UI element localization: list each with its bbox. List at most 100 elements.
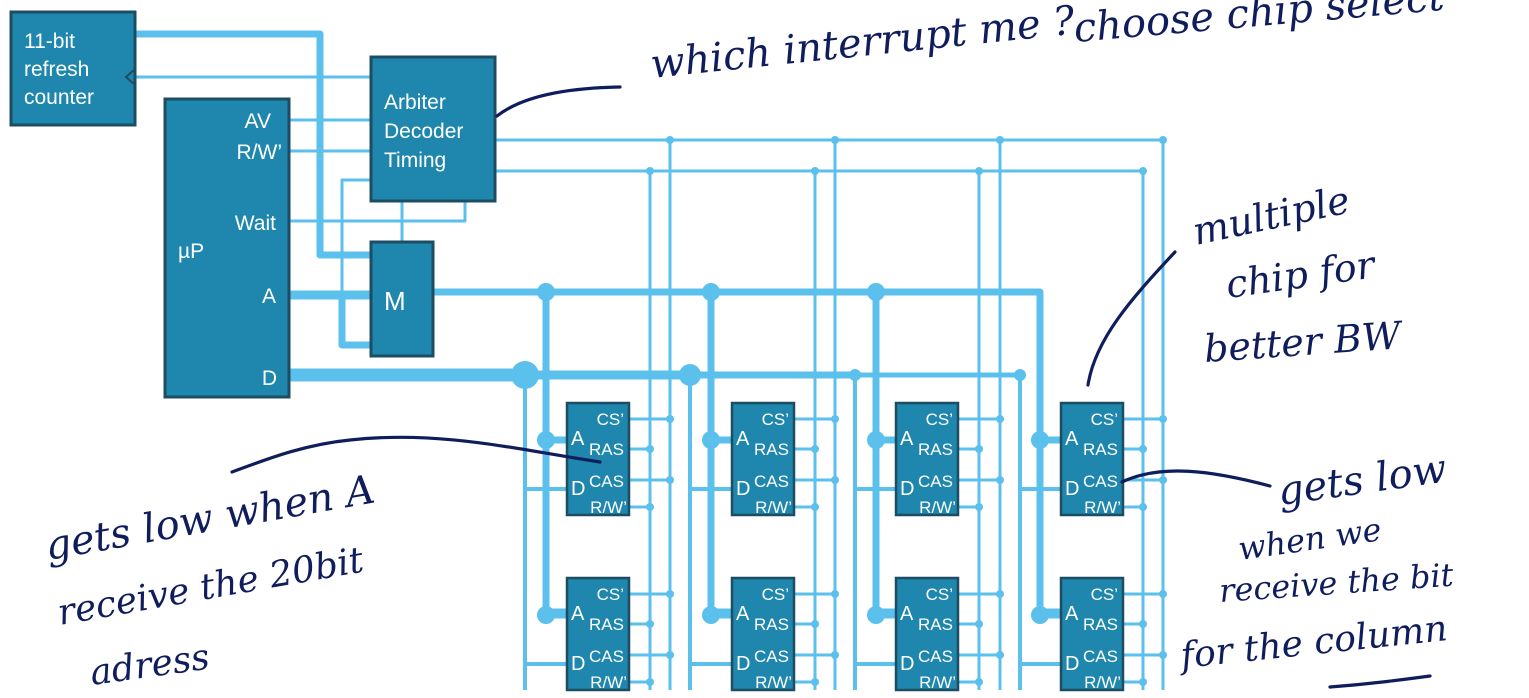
- arbiter-label-2: Decoder: [384, 120, 463, 143]
- chip-address-junction: [1031, 606, 1049, 624]
- chip-pin-cas: CAS: [754, 472, 789, 491]
- chip-address-junction: [702, 606, 720, 624]
- chip-pin-rw: R/W’: [590, 673, 627, 692]
- chip-pin-cas: CAS: [1083, 647, 1118, 666]
- chip-pin-ras: RAS: [1083, 440, 1118, 459]
- chip-pin-d: D: [736, 478, 750, 500]
- cpu-pin-wait: Wait: [235, 212, 276, 235]
- data-bus-junction: [1014, 369, 1026, 381]
- chip-control-junction: [811, 678, 819, 686]
- chip-pin-cs: CS’: [926, 585, 953, 604]
- multiple-chip-pointer-stroke: [1086, 250, 1177, 387]
- cas-pointer-stroke: [1120, 469, 1272, 488]
- chip-control-junction: [1159, 651, 1167, 659]
- note-gets-low-col-1: gets low: [1275, 446, 1449, 515]
- mux-label: M: [384, 286, 406, 316]
- refresh-counter-block: 11-bit refresh counter: [9, 10, 137, 127]
- chip-pin-d: D: [1065, 653, 1079, 675]
- chip-pin-a: A: [736, 428, 750, 450]
- chip-pin-a: A: [571, 428, 585, 450]
- note-multiple-3: better BW: [1203, 313, 1406, 371]
- chip-pin-cas: CAS: [918, 472, 953, 491]
- chip-pin-a: A: [736, 603, 750, 625]
- address-bus-junction: [537, 283, 555, 301]
- data-bus-junction: [849, 369, 861, 381]
- chip-control-junction: [1139, 503, 1147, 511]
- chip-address-junction: [702, 431, 720, 449]
- chip-address-junction: [867, 431, 885, 449]
- chip-pin-cas: CAS: [1083, 472, 1118, 491]
- note-which-interrupt: which interrupt me ?: [648, 0, 1077, 88]
- chip-pin-ras: RAS: [589, 615, 624, 634]
- chip-pin-rw: R/W’: [755, 673, 792, 692]
- cs-bus-junction: [1159, 136, 1167, 144]
- data-bus-junction: [511, 361, 539, 389]
- note-gets-low-col-4: for the column: [1176, 608, 1450, 677]
- cpu-block: µP AV R/W’ Wait A D: [163, 97, 291, 399]
- chip-control-junction: [1159, 476, 1167, 484]
- refresh-input-arrow-icon: [124, 69, 135, 85]
- cs-bus-junction: [666, 136, 674, 144]
- cpu-label: µP: [178, 240, 204, 263]
- chip-control-junction: [646, 445, 654, 453]
- chip-control-junction: [996, 590, 1004, 598]
- note-multiple-1: multiple: [1189, 178, 1354, 254]
- chip-pin-ras: RAS: [589, 440, 624, 459]
- chip-control-junction: [996, 651, 1004, 659]
- chip-pin-cs: CS’: [597, 585, 624, 604]
- chip-pin-a: A: [1065, 428, 1079, 450]
- chip-pin-ras: RAS: [918, 440, 953, 459]
- chip-control-junction: [831, 651, 839, 659]
- cpu-pin-a: A: [262, 285, 276, 308]
- chip-pin-d: D: [571, 478, 585, 500]
- chip-pin-cs: CS’: [926, 410, 953, 429]
- refresh-counter-label-1: 11-bit: [24, 30, 75, 53]
- chip-pin-d: D: [1065, 478, 1079, 500]
- memory-chip-array: ADCS’RASCASR/W’ADCS’RASCASR/W’ADCS’RASCA…: [511, 136, 1167, 692]
- chip-control-junction: [811, 620, 819, 628]
- chip-address-junction: [1031, 431, 1049, 449]
- ras-bus-junction: [975, 167, 983, 175]
- cs-bus-junction: [831, 136, 839, 144]
- chip-pin-a: A: [1065, 603, 1079, 625]
- chip-pin-rw: R/W’: [1084, 498, 1121, 517]
- chip-pin-ras: RAS: [754, 615, 789, 634]
- chip-pin-rw: R/W’: [755, 498, 792, 517]
- chip-control-junction: [996, 415, 1004, 423]
- chip-control-junction: [1159, 590, 1167, 598]
- address-bus-junction: [702, 283, 720, 301]
- chip-pin-cs: CS’: [597, 410, 624, 429]
- arbiter-pointer-stroke: [495, 85, 622, 118]
- chip-pin-ras: RAS: [754, 440, 789, 459]
- chip-control-junction: [831, 476, 839, 484]
- address-bus-junction: [867, 283, 885, 301]
- arbiter-decoder-timing-block: Arbiter Decoder Timing: [369, 55, 497, 203]
- ras-bus-junction: [811, 167, 819, 175]
- chip-address-junction: [537, 606, 555, 624]
- column-underline-stroke: [1328, 674, 1432, 689]
- chip-pin-a: A: [571, 603, 585, 625]
- refresh-counter-label-2: refresh: [24, 58, 89, 81]
- chip-pin-rw: R/W’: [919, 673, 956, 692]
- chip-control-junction: [975, 620, 983, 628]
- chip-pin-d: D: [900, 478, 914, 500]
- chip-control-junction: [831, 590, 839, 598]
- chip-pin-cs: CS’: [1091, 585, 1118, 604]
- ras-bus-junction: [1139, 167, 1147, 175]
- note-gets-low-col-2: when we: [1236, 510, 1384, 568]
- chip-control-junction: [666, 651, 674, 659]
- chip-control-junction: [646, 678, 654, 686]
- chip-control-junction: [831, 415, 839, 423]
- chip-control-junction: [811, 445, 819, 453]
- note-gets-low-3: adress: [88, 637, 213, 694]
- chip-pin-cas: CAS: [589, 472, 624, 491]
- chip-pin-cas: CAS: [589, 647, 624, 666]
- chip-control-junction: [975, 503, 983, 511]
- chip-control-junction: [1139, 445, 1147, 453]
- chip-pin-cs: CS’: [762, 410, 789, 429]
